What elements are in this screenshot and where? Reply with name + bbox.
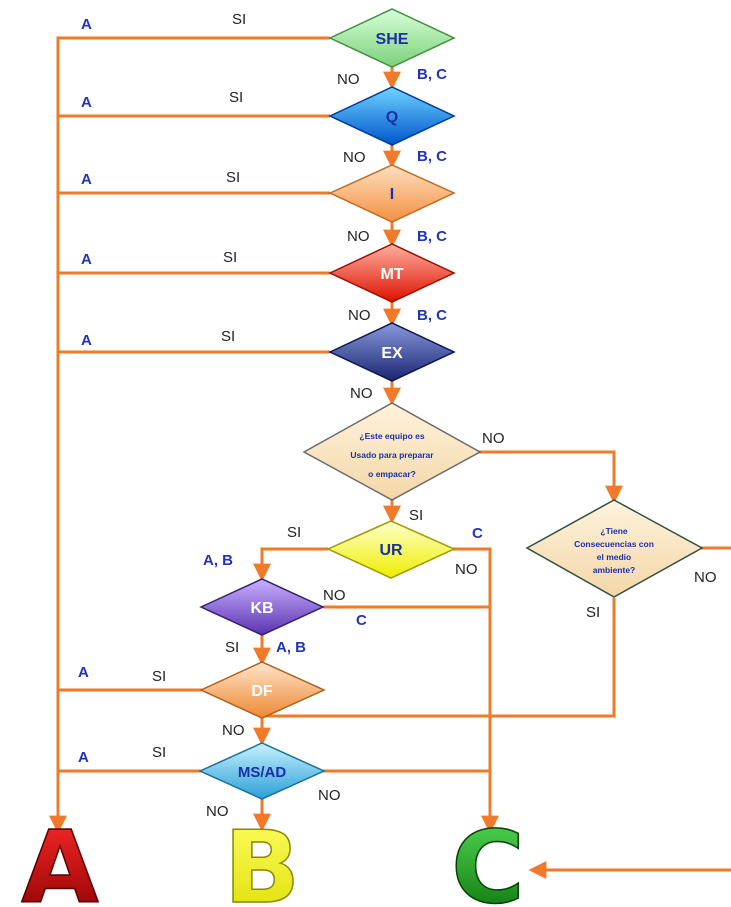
diamond-question2: ¿Tiene Consecuencias con el medio ambien… (525, 499, 704, 598)
diamond-kb: KB (199, 578, 325, 636)
code-bc: B, C (417, 66, 447, 83)
label-si: SI (229, 89, 243, 106)
label-si: SI (221, 328, 235, 345)
label-no: NO (323, 587, 346, 604)
branch-labels: SI SI SI SI SI SI SI SI SI SI SI NO NO N… (152, 11, 717, 820)
question1-line1: ¿Este equipo es (359, 431, 424, 441)
outcome-a: A (21, 809, 98, 907)
code-ab: A, B (203, 552, 233, 569)
label-no: NO (694, 569, 717, 586)
code-bc: B, C (417, 228, 447, 245)
diamond-ex: EX (328, 322, 456, 382)
label-msad: MS/AD (238, 764, 287, 781)
code-a: A (78, 749, 89, 766)
code-bc: B, C (417, 148, 447, 165)
code-a: A (81, 171, 92, 188)
label-she: SHE (376, 31, 409, 48)
code-a: A (81, 251, 92, 268)
label-df: DF (251, 683, 273, 700)
label-no: NO (337, 71, 360, 88)
label-no: NO (343, 149, 366, 166)
label-mt: MT (380, 266, 403, 283)
label-no: NO (206, 803, 229, 820)
label-si: SI (223, 249, 237, 266)
label-si: SI (287, 524, 301, 541)
label-no: NO (318, 787, 341, 804)
diamond-df: DF (199, 661, 326, 719)
label-no: NO (482, 430, 505, 447)
label-kb: KB (250, 600, 273, 617)
line-she-yes (49, 36, 330, 834)
label-ex: EX (381, 345, 403, 362)
code-labels: A A A A A A A B, C B, C B, C B, C A, B A… (78, 16, 483, 766)
diamond-question1: ¿Este equipo es Usado para preparar o em… (302, 402, 482, 501)
connectors (49, 36, 731, 879)
label-si: SI (586, 604, 600, 621)
label-si: SI (409, 507, 423, 524)
line-q1-no (478, 450, 623, 504)
diamond-she: SHE (328, 8, 456, 68)
label-no: NO (350, 385, 373, 402)
code-c: C (356, 612, 367, 629)
question2-line3: el medio (597, 552, 631, 562)
outcome-c: C (451, 809, 524, 907)
label-no: NO (222, 722, 245, 739)
line-ur-yes (253, 547, 328, 582)
label-si: SI (232, 11, 246, 28)
outcomes: A B C (21, 808, 526, 907)
label-si: SI (152, 744, 166, 761)
code-a: A (81, 94, 92, 111)
label-q: Q (386, 109, 398, 126)
label-si: SI (225, 639, 239, 656)
label-no: NO (455, 561, 478, 578)
code-ab: A, B (276, 639, 306, 656)
diamond-mt: MT (328, 243, 456, 303)
question2-line1: ¿Tiene (600, 526, 628, 536)
diamond-q: Q (328, 86, 456, 146)
code-a: A (81, 332, 92, 349)
label-ur: UR (379, 542, 403, 559)
label-no: NO (348, 307, 371, 324)
diamond-msad: MS/AD (198, 742, 326, 800)
outcome-b: B (224, 809, 300, 907)
question1-line2: Usado para preparar (350, 450, 434, 460)
question2-line2: Consecuencias con (574, 539, 654, 549)
label-i: I (390, 186, 394, 203)
diamond-i: I (328, 164, 456, 223)
label-no: NO (347, 228, 370, 245)
code-c: C (472, 525, 483, 542)
question1-line3: o empacar? (368, 469, 416, 479)
line-q2-yes (262, 598, 616, 718)
code-a: A (78, 664, 89, 681)
code-a: A (81, 16, 92, 33)
question2-line4: ambiente? (593, 565, 636, 575)
label-si: SI (226, 169, 240, 186)
code-bc: B, C (417, 307, 447, 324)
label-si: SI (152, 668, 166, 685)
diamond-ur: UR (326, 520, 456, 579)
line-ur-no (453, 547, 499, 834)
